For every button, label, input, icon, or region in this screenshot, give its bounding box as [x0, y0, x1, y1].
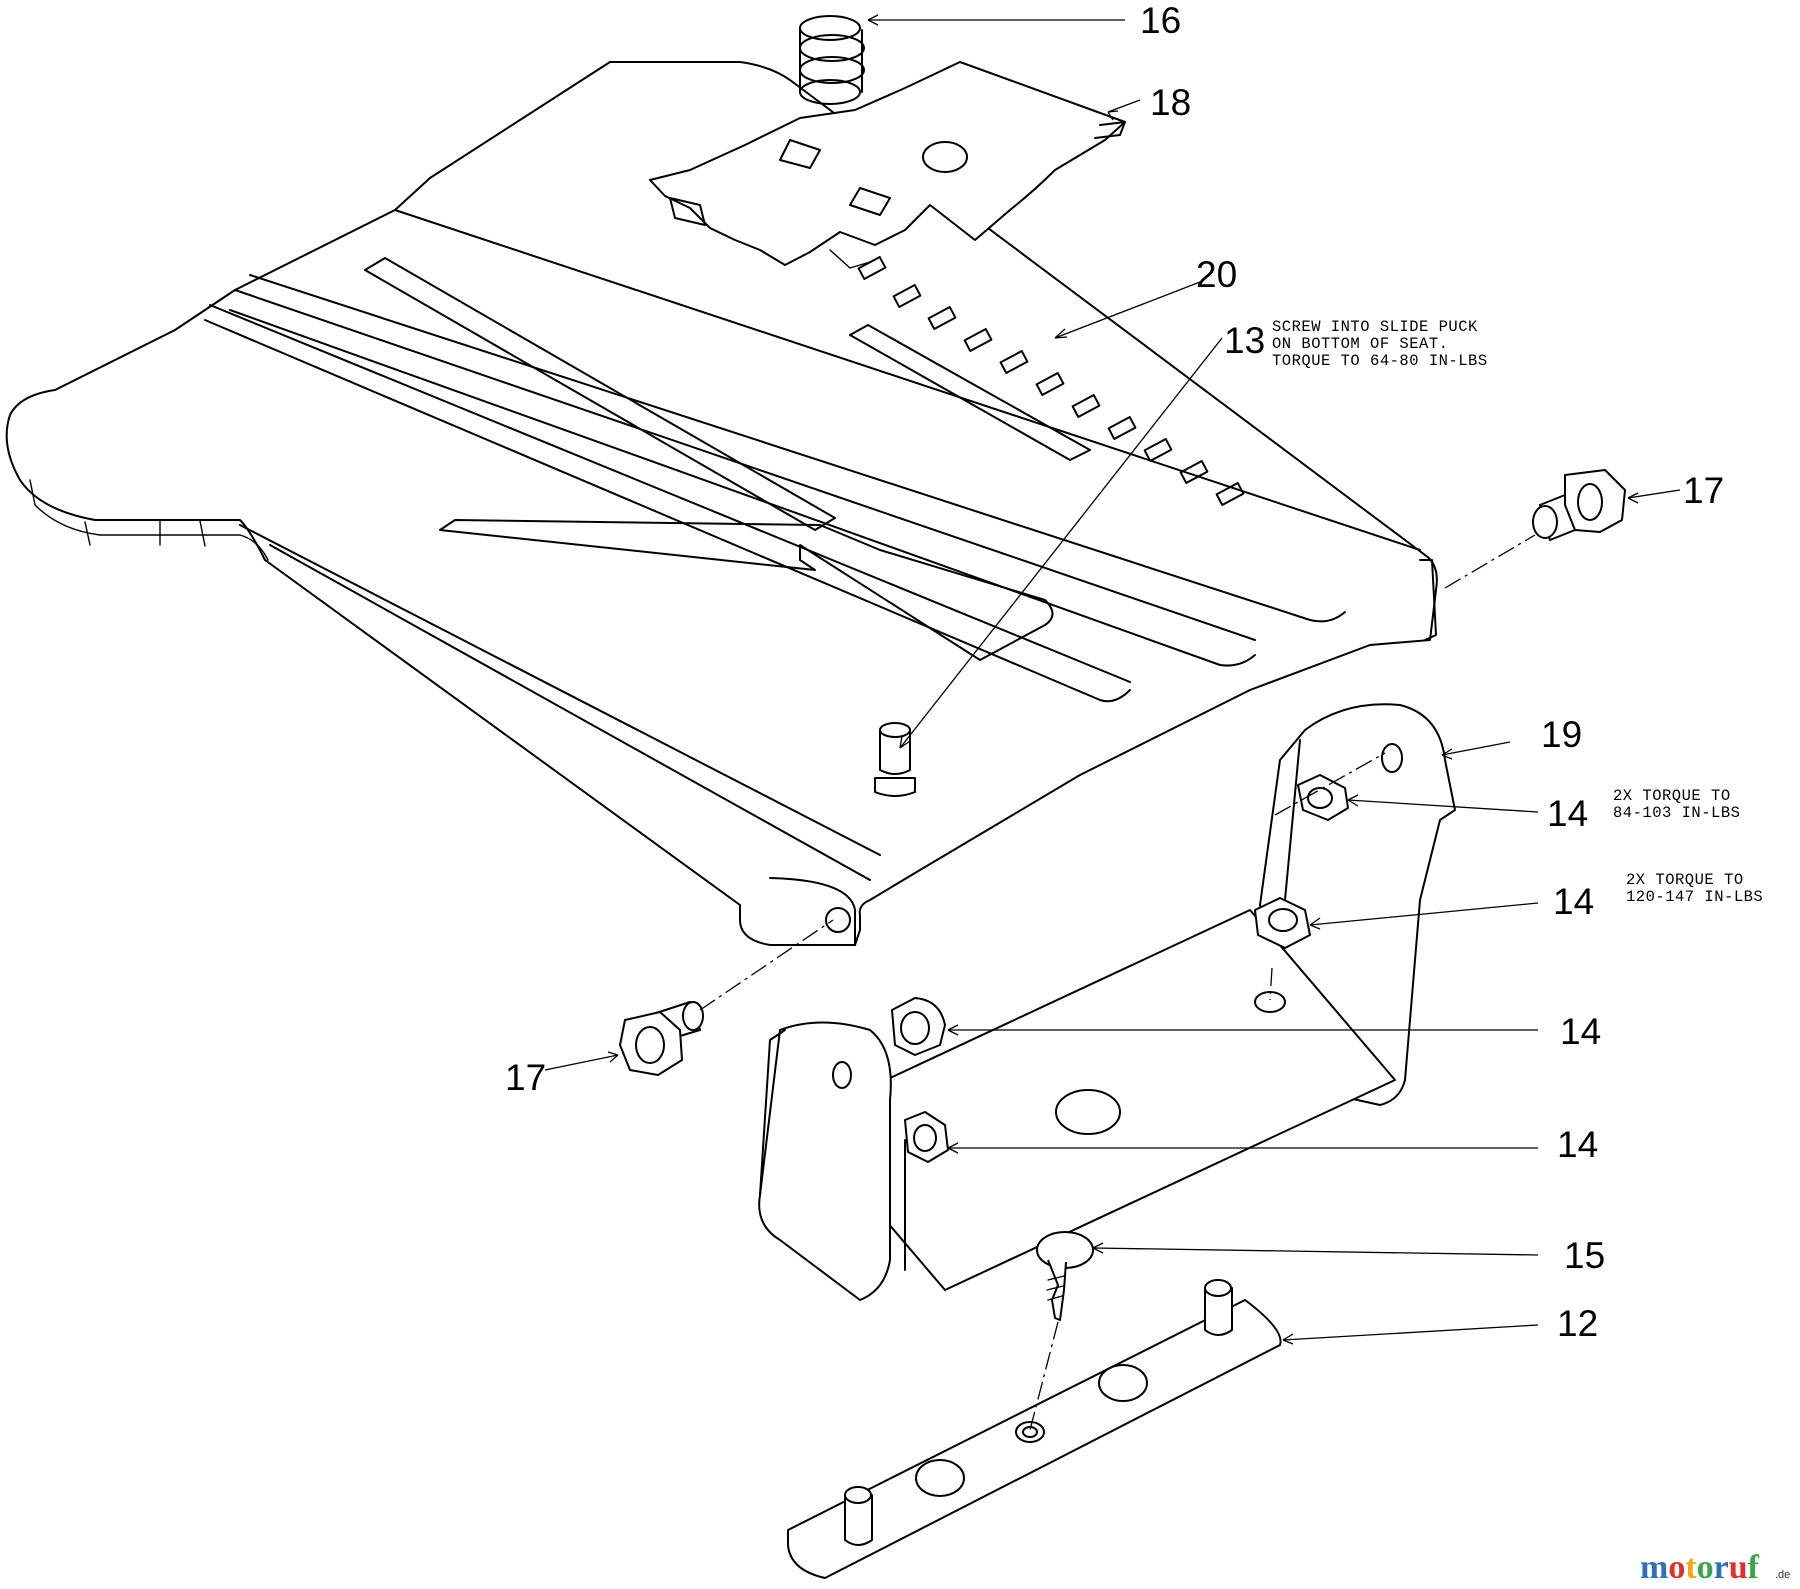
callout-13: 13	[1224, 320, 1265, 361]
nut-14-b	[1254, 897, 1311, 949]
nut-14-a	[1297, 774, 1349, 821]
slide-plate-part-12	[787, 1279, 1282, 1579]
note-screw-torque: SCREW INTO SLIDE PUCK ON BOTTOM OF SEAT.…	[1272, 318, 1488, 370]
latch-part-18	[649, 61, 1126, 269]
screw-part-15	[1036, 1231, 1094, 1321]
note-screw-line-1: SCREW INTO SLIDE PUCK	[1272, 318, 1478, 336]
note-screw-line-3: TORQUE TO 64-80 IN-LBS	[1272, 352, 1488, 370]
callout-20: 20	[1196, 254, 1237, 295]
adjustment-slot-row	[857, 256, 1245, 506]
watermark-letter: m	[1640, 1549, 1668, 1586]
watermark-letter: o	[1697, 1549, 1714, 1586]
spring-part-16	[799, 15, 865, 105]
callout-15: 15	[1564, 1235, 1605, 1276]
callout-14-c: 14	[1560, 1011, 1601, 1052]
callout-16: 16	[1140, 0, 1181, 41]
nut-14-c	[891, 997, 946, 1056]
callout-17-right: 17	[1683, 470, 1724, 511]
callout-12: 12	[1557, 1303, 1598, 1344]
watermark-suffix: .de	[1775, 1569, 1790, 1581]
note-torque-a: 2X TORQUE TO 84-103 IN-LBS	[1613, 787, 1740, 822]
callout-numbers: 16 18 20 13 17 19 14 14 14 14 15 12 17	[505, 0, 1724, 1344]
bolt-left-part-17	[619, 1001, 704, 1076]
note-torque-b-line-2: 120-147 IN-LBS	[1626, 888, 1763, 906]
callout-14-a: 14	[1547, 793, 1588, 834]
motoruf-watermark: motoruf .de	[1640, 1549, 1790, 1586]
watermark-letter: f	[1748, 1549, 1760, 1586]
callout-19: 19	[1541, 714, 1582, 755]
callout-18: 18	[1150, 82, 1191, 123]
svg-text:motoruf: motoruf	[1640, 1549, 1760, 1586]
watermark-letter: u	[1729, 1549, 1748, 1586]
seat-pan-part-20	[5, 61, 1438, 946]
callout-17-left: 17	[505, 1057, 546, 1098]
assembly-center-lines	[699, 534, 1536, 1431]
stud-part-13	[874, 722, 916, 797]
note-torque-b-line-1: 2X TORQUE TO	[1626, 871, 1744, 889]
leader-lines	[544, 14, 1681, 1345]
note-screw-line-2: ON BOTTOM OF SEAT.	[1272, 335, 1448, 353]
callout-14-d: 14	[1557, 1124, 1598, 1165]
note-torque-a-line-1: 2X TORQUE TO	[1613, 787, 1731, 805]
callout-14-b: 14	[1553, 881, 1594, 922]
watermark-letter: r	[1714, 1549, 1729, 1586]
nut-14-d	[904, 1111, 949, 1163]
watermark-letter: o	[1668, 1549, 1685, 1586]
watermark-letter: t	[1685, 1549, 1697, 1586]
note-torque-a-line-2: 84-103 IN-LBS	[1613, 804, 1740, 822]
bolt-right-part-17	[1532, 469, 1626, 541]
note-torque-b: 2X TORQUE TO 120-147 IN-LBS	[1626, 871, 1763, 906]
